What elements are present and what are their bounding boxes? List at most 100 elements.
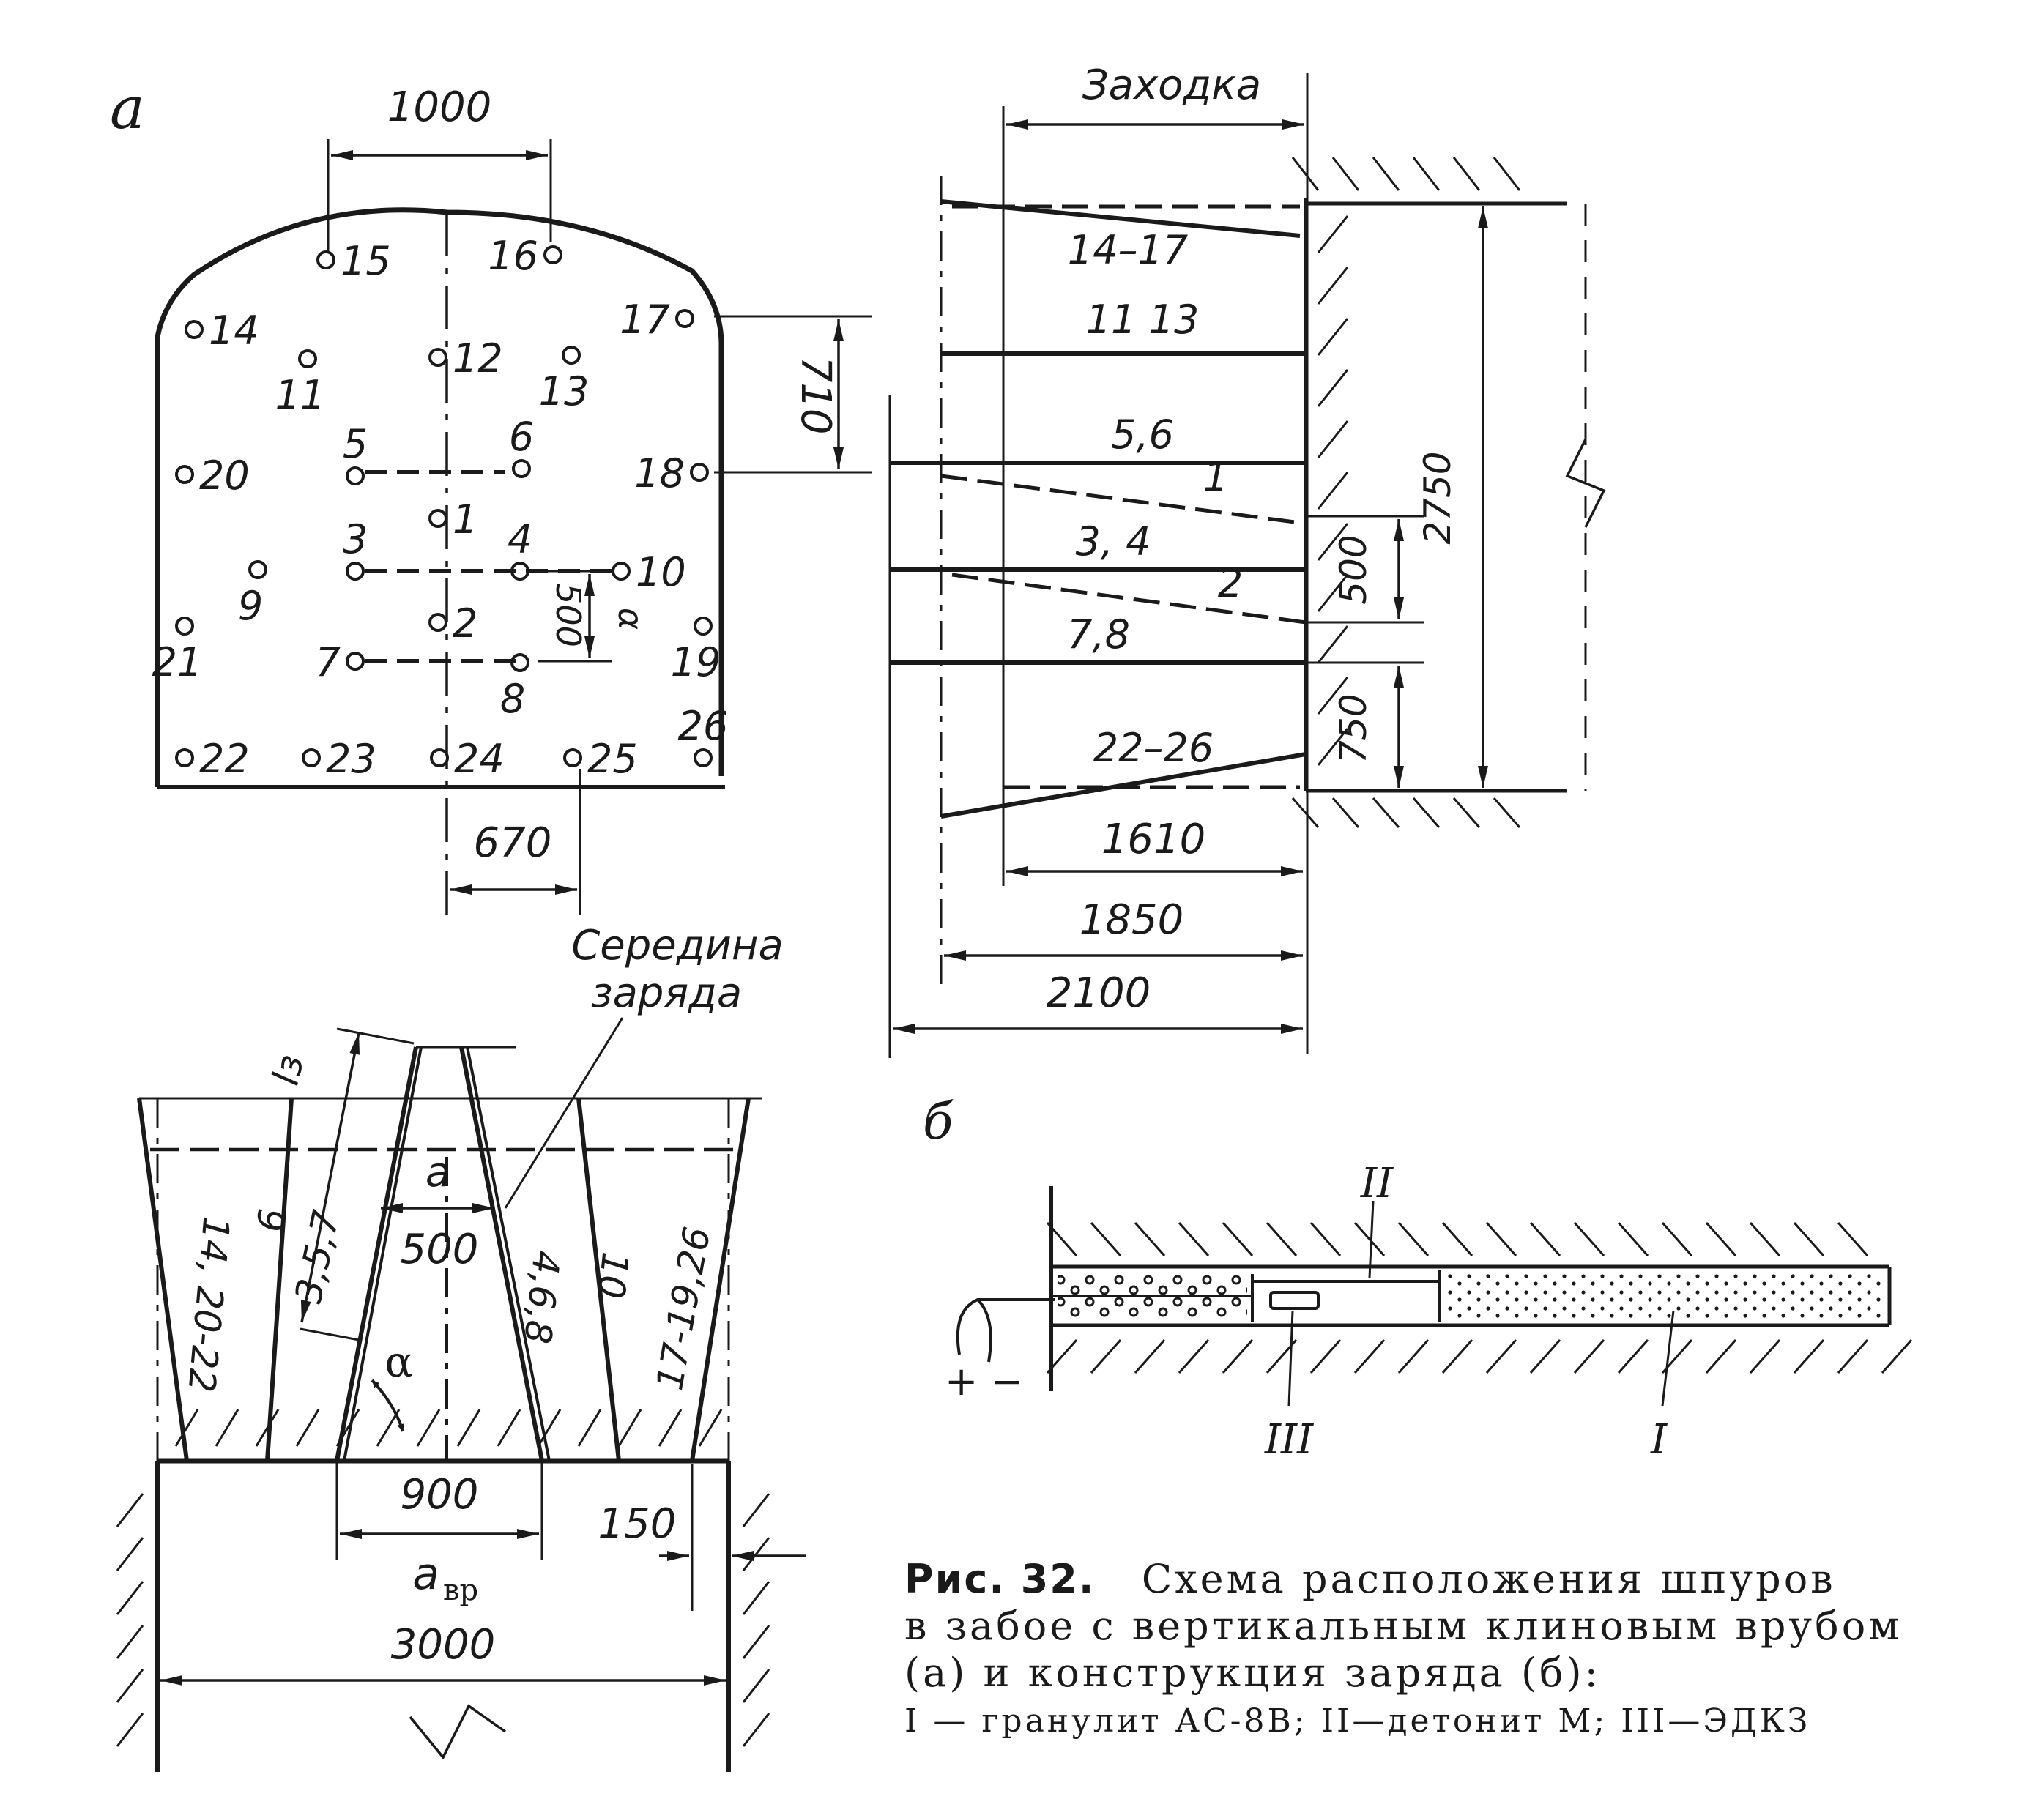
hatch-stroke [1529, 1222, 1561, 1256]
rock-hatching-plan [116, 1409, 770, 1747]
hole-marker-26 [694, 748, 713, 767]
hatch-stroke [1617, 1339, 1649, 1374]
hole-label-13: 13 [539, 368, 590, 414]
plan-group-14-20-22: 14, 20-22 [180, 1215, 238, 1394]
hole-marker-14 [185, 320, 204, 339]
hatch-stroke [1317, 728, 1349, 766]
hole-marker-18 [690, 463, 709, 482]
hole-18: 18 [634, 450, 709, 496]
hatch-stroke [1134, 1339, 1166, 1374]
dim-500-face-label: 500 [549, 583, 588, 647]
hatch-stroke [577, 1409, 602, 1447]
hole-marker-25 [563, 748, 582, 767]
hole-23: 23 [302, 736, 376, 782]
hole-label-1: 1 [453, 496, 477, 543]
hole-label-24: 24 [454, 736, 505, 782]
hole-label-25: 25 [587, 736, 638, 782]
hole-1: 1 [428, 496, 477, 543]
hatch-stroke [1493, 157, 1521, 191]
hatch-stroke [1372, 797, 1400, 828]
hatch-stroke [1397, 1339, 1430, 1374]
hole-marker-19 [694, 617, 713, 636]
hatch-stroke [1573, 1222, 1605, 1256]
dim-1000-label: 1000 [387, 83, 492, 131]
hole-label-22: 22 [199, 736, 250, 782]
hatch-stroke [1837, 1222, 1869, 1256]
hatch-stroke [416, 1409, 441, 1447]
caption-text-1: Схема расположения шпуров [1141, 1556, 1836, 1602]
hole-marker-1 [428, 509, 447, 528]
hole-marker-7 [346, 652, 365, 671]
hole-label-14: 14 [209, 308, 259, 354]
hatch-stroke [1617, 1222, 1649, 1256]
hole-6: 6 [509, 414, 534, 478]
section-group-5-6: 5,6 [1111, 411, 1174, 458]
hole-marker-22 [175, 748, 194, 767]
section-hole-lines [890, 199, 1307, 819]
hatch-stroke [1222, 1222, 1254, 1256]
plan-hole-lines [137, 1046, 751, 1461]
plan-alpha-label: α [384, 1337, 413, 1387]
hole-marker-10 [612, 562, 631, 581]
hatch-stroke [116, 1493, 144, 1527]
label-I: I [1650, 1416, 1668, 1464]
plan-a-label: a [425, 1149, 450, 1196]
hole-label-8: 8 [500, 676, 525, 722]
hole-marker-17 [675, 309, 694, 328]
hatch-stroke [1793, 1222, 1825, 1256]
hole-label-23: 23 [326, 736, 376, 782]
callout-line-2: заряда [591, 969, 742, 1017]
hole-marker-20 [175, 465, 194, 484]
panel-label-b: б [923, 1093, 954, 1151]
label-III: III [1264, 1416, 1315, 1464]
hatch-stroke [1317, 625, 1349, 663]
hatch-stroke [1317, 420, 1349, 458]
dim-3000-label: 3000 [391, 1621, 496, 1669]
hatch-stroke [1046, 1339, 1078, 1374]
hole-label-20: 20 [199, 452, 250, 499]
hatch-stroke [295, 1409, 320, 1447]
detonator-wires [956, 1298, 1055, 1363]
hatch-stroke [1573, 1339, 1605, 1374]
hatch-stroke [1317, 574, 1349, 612]
hatch-stroke [742, 1625, 770, 1659]
hatch-stroke [1529, 1339, 1561, 1374]
hatch-stroke [1222, 1339, 1254, 1374]
hatch-stroke [116, 1537, 144, 1571]
hatch-stroke [1317, 472, 1349, 510]
hole-14: 14 [185, 308, 259, 354]
hole-label-12: 12 [453, 335, 503, 381]
hole-label-21: 21 [152, 639, 203, 685]
hatch-stroke [1134, 1222, 1166, 1256]
hole-marker-12 [428, 348, 447, 367]
hatch-stroke [116, 1581, 144, 1615]
hole-marker-15 [316, 250, 335, 269]
hole-3: 3 [343, 516, 368, 581]
dim-150-label: 150 [598, 1500, 677, 1548]
hatch-stroke [1291, 797, 1320, 828]
callout-leader [504, 1017, 624, 1209]
hole-21: 21 [152, 617, 203, 685]
hatch-stroke [1661, 1222, 1693, 1256]
hole-13: 13 [539, 346, 590, 414]
hole-marker-11 [298, 349, 317, 368]
caption-legend: I — гранулит АС-8В; II—детонит М; III—ЭД… [904, 1702, 1811, 1740]
hatch-stroke [1452, 797, 1481, 828]
rock-hatching-charge [1046, 1222, 1913, 1374]
hole-marker-21 [175, 617, 194, 636]
hole-label-16: 16 [488, 233, 538, 279]
section-group-2: 2 [1218, 560, 1243, 606]
hole-17: 17 [620, 297, 694, 343]
hatch-stroke [1353, 1222, 1386, 1256]
hatch-stroke [1452, 157, 1481, 191]
hole-label-7: 7 [316, 639, 341, 685]
avr-subscript: вр [443, 1573, 478, 1607]
hole-24: 24 [430, 736, 505, 782]
hole-22: 22 [175, 736, 250, 782]
section-group-7-8: 7,8 [1067, 611, 1130, 658]
hatch-stroke [1837, 1339, 1869, 1374]
dim-500-plan-label: 500 [401, 1226, 479, 1273]
hole-label-26: 26 [678, 703, 729, 749]
